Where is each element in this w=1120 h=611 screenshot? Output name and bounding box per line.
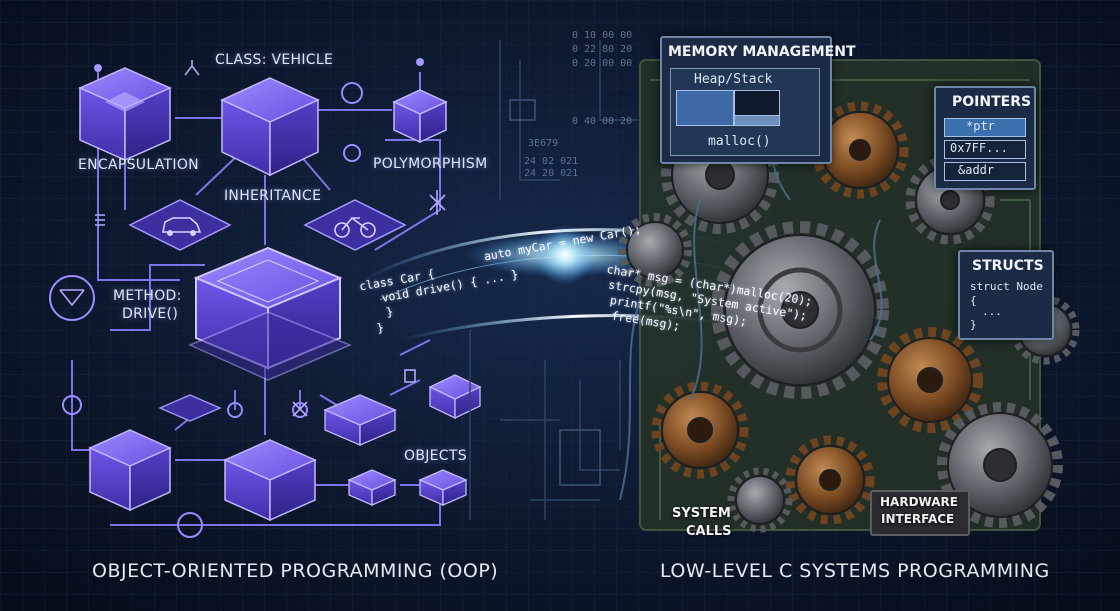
inheritance-label: INHERITANCE	[224, 188, 322, 204]
pointer-address: 0x7FF...	[950, 141, 1008, 155]
cube-objects-center	[223, 439, 317, 522]
hex-digits-1: 0 10 00 00	[572, 30, 633, 41]
cube-vehicle-class	[220, 77, 320, 177]
pointer-addr-of: &addr	[958, 163, 995, 177]
hardware-label-line1: HARDWARE	[880, 495, 958, 509]
structs-panel: STRUCTS struct Node { ... }	[958, 250, 1054, 340]
hardware-interface-panel	[870, 490, 970, 536]
diamond-car	[128, 199, 232, 251]
struct-line-2: {	[970, 294, 977, 307]
memory-management-title: MEMORY MANAGEMENT	[668, 44, 856, 60]
memory-management-panel: MEMORY MANAGEMENT Heap/Stack malloc()	[660, 36, 856, 164]
c-footer-title: LOW-LEVEL C SYSTEMS PROGRAMMING	[660, 560, 1050, 582]
method-label-line1: METHOD:	[113, 288, 182, 304]
structs-title: STRUCTS	[972, 258, 1044, 274]
struct-line-4: }	[970, 318, 977, 331]
polymorphism-label: POLYMORPHISM	[373, 156, 488, 172]
stack-slot	[734, 115, 780, 126]
heap-block	[676, 90, 734, 126]
gears	[618, 101, 1080, 533]
cube-polymorphism	[392, 89, 448, 144]
struct-line-1: struct Node	[970, 280, 1043, 293]
pointer-ptr: *ptr	[966, 119, 995, 133]
cube-method-drive	[188, 246, 352, 381]
pointers-panel: POINTERS *ptr 0x7FF... &addr	[934, 86, 1036, 190]
heap-stack-label: Heap/Stack	[694, 72, 773, 87]
small-tiles	[158, 374, 482, 446]
hex-digits-6: 24 02 021	[524, 156, 579, 167]
oop-icons	[59, 60, 446, 417]
diamond-bike	[303, 199, 407, 251]
hex-digits-3: 0 20 00 00	[572, 58, 633, 69]
hardware-label-line2: INTERFACE	[881, 512, 955, 526]
oop-small-nodes	[49, 82, 363, 538]
hex-digits-2: 0 22 80 20	[572, 44, 633, 55]
class-vehicle-label: CLASS: VEHICLE	[215, 52, 334, 68]
cube-objects-left	[88, 429, 172, 512]
stack-block	[734, 90, 780, 116]
cube-objects-right	[347, 469, 468, 506]
malloc-label: malloc()	[708, 134, 771, 149]
oop-connectors	[71, 70, 441, 526]
center-chips	[509, 99, 601, 486]
pointers-title: POINTERS	[952, 94, 1032, 110]
system-calls-label-line1: SYSTEM	[672, 506, 731, 521]
hex-digits-4: 0 40 00 20	[572, 116, 633, 127]
center-circuit-lines	[469, 40, 640, 520]
hex-digits-7: 24 20 021	[524, 168, 579, 179]
system-calls-label-line2: CALLS	[686, 524, 732, 539]
oop-footer-title: OBJECT-ORIENTED PROGRAMMING (OOP)	[92, 560, 499, 582]
struct-line-3: ...	[982, 305, 1002, 318]
encapsulation-label: ENCAPSULATION	[78, 157, 199, 173]
objects-label: OBJECTS	[404, 448, 467, 464]
oop-node-dots	[94, 58, 424, 72]
hex-digits-5: 3E679	[528, 138, 559, 149]
method-label-line2: DRIVE()	[122, 306, 179, 322]
cube-encapsulation	[78, 67, 172, 162]
